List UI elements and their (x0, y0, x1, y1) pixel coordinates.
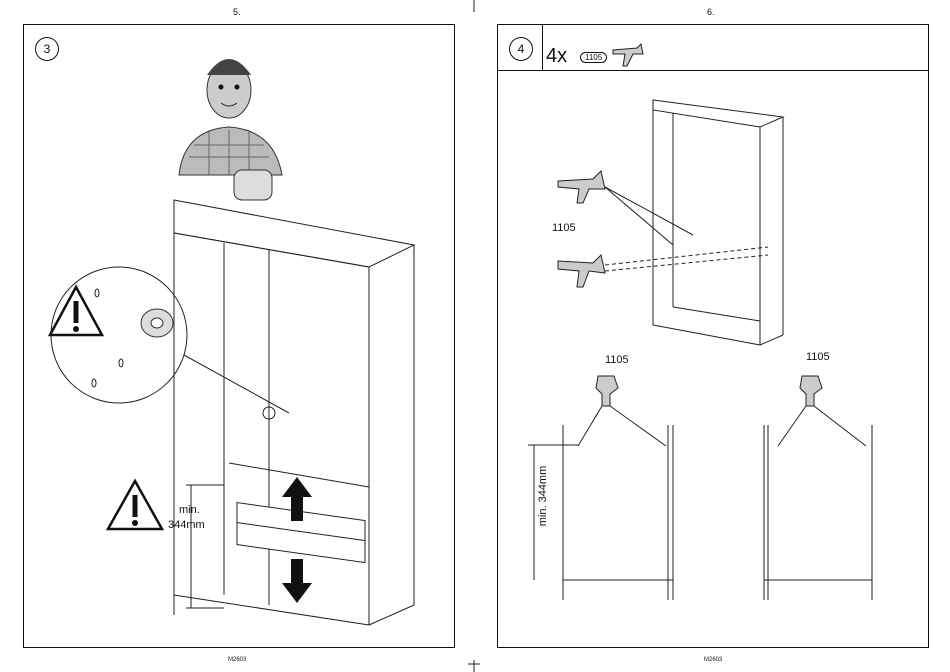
warning-icon (46, 283, 106, 343)
min-value: 344mm (168, 519, 205, 532)
part-code-badge: 1105 (580, 52, 607, 63)
step-4-panel: 4 4x 1105 1105 1105 min. 344mm (497, 24, 929, 648)
step-3-number: 3 (35, 37, 59, 61)
part-label-mid-right: 1105 (806, 351, 830, 363)
bracket-icon (611, 42, 645, 68)
part-label-upper: 1105 (552, 222, 576, 234)
part-label-mid-left: 1105 (605, 354, 629, 366)
warning-icon (104, 477, 166, 533)
min-vertical-label: min. 344mm (537, 451, 549, 541)
step-3-panel: 3 (23, 24, 455, 648)
min-label: min. (179, 504, 200, 517)
panel-detail-right (758, 370, 918, 620)
step-4-number: 4 (509, 37, 533, 61)
header-divider (542, 25, 543, 70)
quantity-label: 4x (546, 45, 567, 68)
arrow-up-icon (282, 477, 312, 521)
figure-illustration (174, 35, 294, 205)
bracket-detail (553, 165, 853, 315)
arrow-down-icon (282, 559, 312, 603)
